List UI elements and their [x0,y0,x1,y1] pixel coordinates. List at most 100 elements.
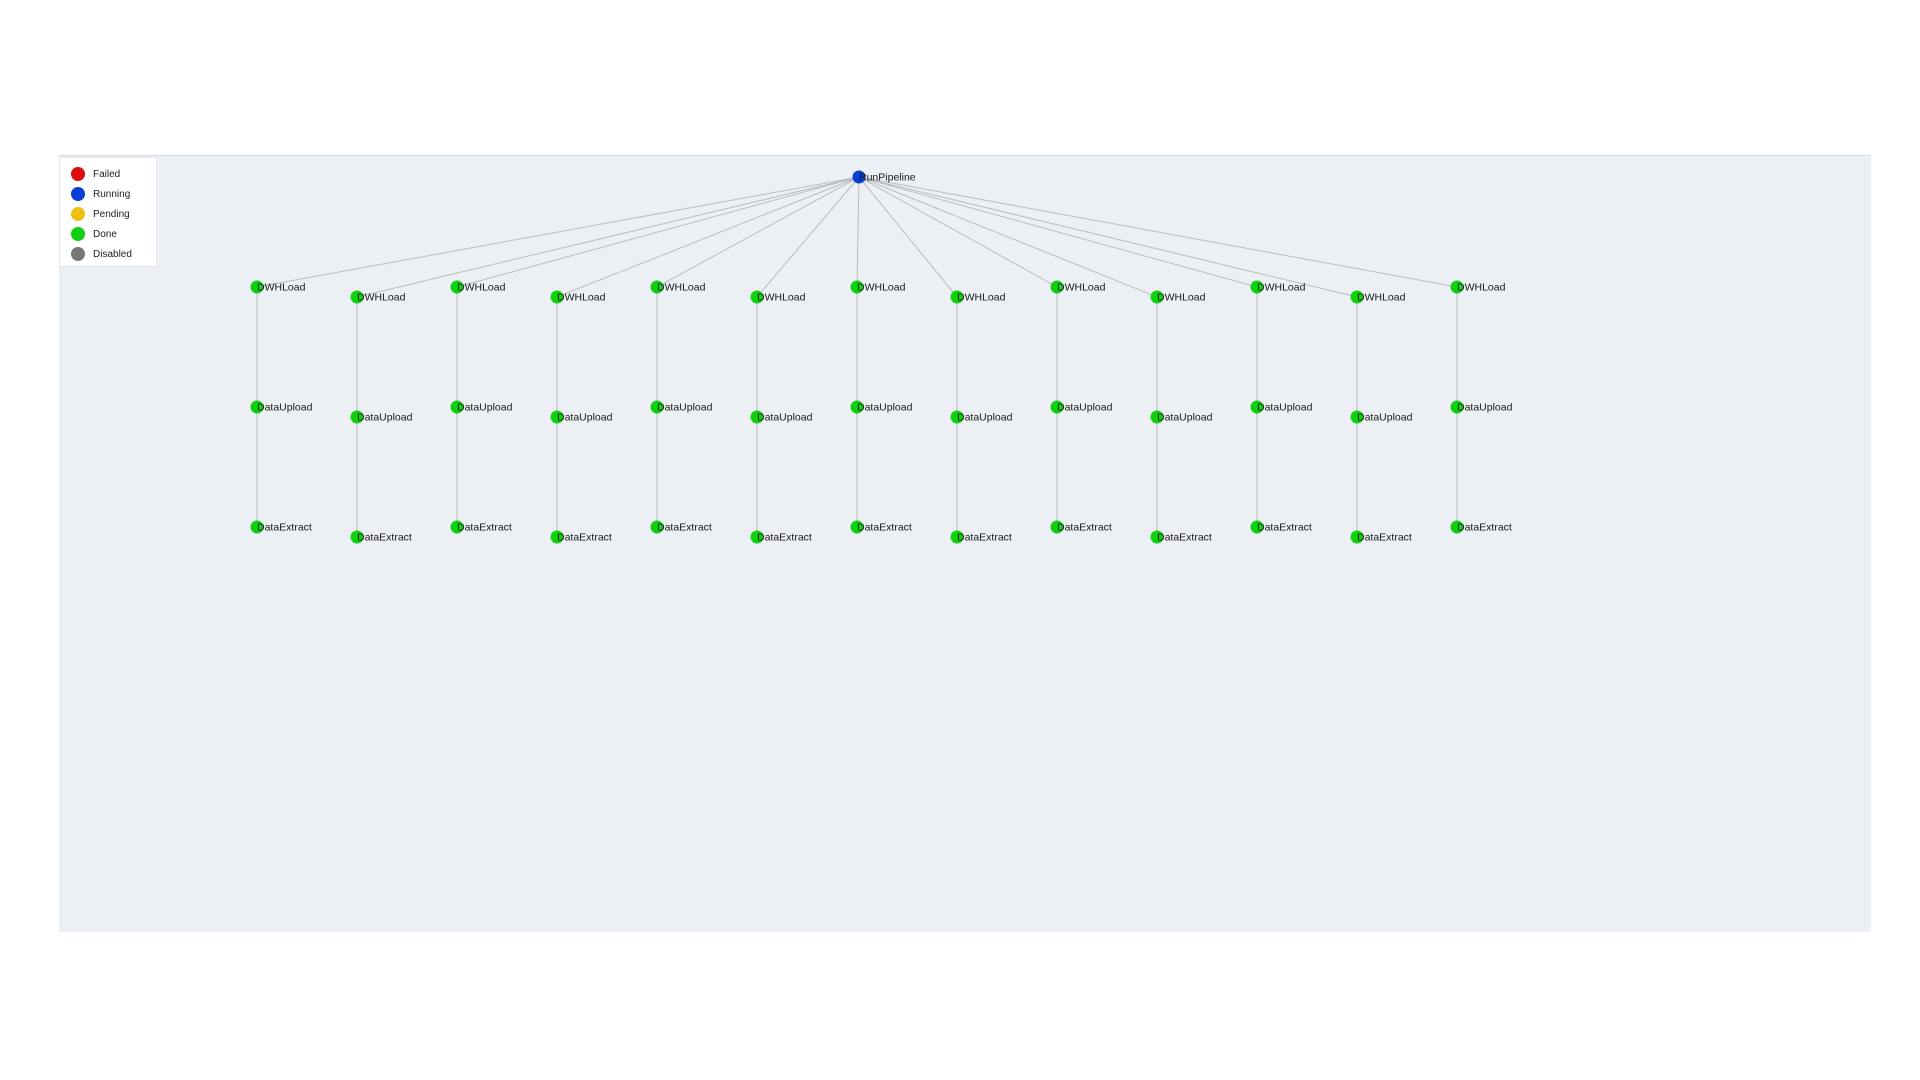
node-status-dot-icon[interactable] [1250,400,1264,414]
node-dataupload[interactable]: DataUpload [650,400,713,414]
node-dataextract[interactable]: DataExtract [450,520,512,534]
node-dwhload[interactable]: DWHLoad [250,280,306,294]
node-dataextract[interactable]: DataExtract [250,520,312,534]
node-status-dot-icon[interactable] [1350,290,1364,304]
node-dwhload[interactable]: DWHLoad [850,280,906,294]
node-dwhload[interactable]: DWHLoad [1350,290,1406,304]
node-dataextract[interactable]: DataExtract [1150,530,1212,544]
node-status-dot-icon[interactable] [850,280,864,294]
node-dataextract[interactable]: DataExtract [1250,520,1312,534]
node-dataupload[interactable]: DataUpload [1250,400,1313,414]
node-status-dot-icon[interactable] [750,530,764,544]
node-status-dot-icon[interactable] [850,400,864,414]
node-dataextract[interactable]: DataExtract [1050,520,1112,534]
node-status-dot-icon[interactable] [250,400,264,414]
node-dataupload[interactable]: DataUpload [450,400,513,414]
node-dataextract[interactable]: DataExtract [850,520,912,534]
node-dwhload[interactable]: DWHLoad [350,290,406,304]
node-status-dot-icon[interactable] [1150,530,1164,544]
node-status-dot-icon[interactable] [1350,410,1364,424]
node-dwhload[interactable]: DWHLoad [550,290,606,304]
node-dataupload[interactable]: DataUpload [850,400,913,414]
legend-item-pending: Pending [71,204,156,224]
node-label: DWHLoad [257,282,306,294]
node-dataupload[interactable]: DataUpload [750,410,813,424]
node-runpipeline[interactable]: RunPipeline [852,170,916,184]
node-status-dot-icon[interactable] [1250,520,1264,534]
node-status-dot-icon[interactable] [950,530,964,544]
node-status-dot-icon[interactable] [650,280,664,294]
node-label: DataExtract [757,532,812,544]
graph-edge [256,176,860,288]
node-status-dot-icon[interactable] [1350,530,1364,544]
node-dataextract[interactable]: DataExtract [650,520,712,534]
node-status-dot-icon[interactable] [650,520,664,534]
node-dwhload[interactable]: DWHLoad [750,290,806,304]
legend-item-failed: Failed [71,164,156,184]
node-status-dot-icon[interactable] [350,530,364,544]
node-status-dot-icon[interactable] [950,290,964,304]
node-status-dot-icon[interactable] [550,290,564,304]
node-dataupload[interactable]: DataUpload [950,410,1013,424]
node-status-dot-icon[interactable] [1150,290,1164,304]
node-status-dot-icon[interactable] [450,280,464,294]
node-dataupload[interactable]: DataUpload [250,400,313,414]
node-dwhload[interactable]: DWHLoad [1450,280,1506,294]
node-status-dot-icon[interactable] [1450,520,1464,534]
node-status-dot-icon[interactable] [450,520,464,534]
node-label: DWHLoad [757,292,806,304]
node-status-dot-icon[interactable] [250,520,264,534]
graph-edge [858,176,1358,298]
node-status-dot-icon[interactable] [1050,520,1064,534]
node-status-dot-icon[interactable] [852,170,866,184]
node-status-dot-icon[interactable] [550,530,564,544]
node-dwhload[interactable]: DWHLoad [1250,280,1306,294]
node-dwhload[interactable]: DWHLoad [950,290,1006,304]
node-label: DWHLoad [1057,282,1106,294]
node-status-dot-icon[interactable] [1450,280,1464,294]
node-status-dot-icon[interactable] [1050,400,1064,414]
node-status-dot-icon[interactable] [250,280,264,294]
node-dwhload[interactable]: DWHLoad [1150,290,1206,304]
node-status-dot-icon[interactable] [350,410,364,424]
graph-edge [456,176,860,288]
node-status-dot-icon[interactable] [1450,400,1464,414]
node-label: DWHLoad [657,282,706,294]
legend-label: Done [93,228,117,240]
node-dwhload[interactable]: DWHLoad [450,280,506,294]
node-dataextract[interactable]: DataExtract [950,530,1012,544]
node-dwhload[interactable]: DWHLoad [1050,280,1106,294]
node-label: DWHLoad [1457,282,1506,294]
node-status-dot-icon[interactable] [550,410,564,424]
node-status-dot-icon[interactable] [750,410,764,424]
node-dataextract[interactable]: DataExtract [550,530,612,544]
node-status-dot-icon[interactable] [1050,280,1064,294]
node-dataupload[interactable]: DataUpload [1350,410,1413,424]
node-dataupload[interactable]: DataUpload [550,410,613,424]
graph-edge [858,176,1158,298]
node-dwhload[interactable]: DWHLoad [650,280,706,294]
node-dataupload[interactable]: DataUpload [1450,400,1513,414]
pipeline-graph[interactable]: RunPipelineDWHLoadDataUploadDataExtractD… [59,156,1871,932]
node-status-dot-icon[interactable] [1150,410,1164,424]
node-status-dot-icon[interactable] [850,520,864,534]
node-status-dot-icon[interactable] [950,410,964,424]
node-status-dot-icon[interactable] [650,400,664,414]
node-label: DataExtract [457,522,512,534]
node-dataupload[interactable]: DataUpload [1050,400,1113,414]
node-status-dot-icon[interactable] [750,290,764,304]
node-dataupload[interactable]: DataUpload [1150,410,1213,424]
node-status-dot-icon[interactable] [1250,280,1264,294]
node-dataextract[interactable]: DataExtract [350,530,412,544]
node-label: DWHLoad [357,292,406,304]
node-dataextract[interactable]: DataExtract [1350,530,1412,544]
node-status-dot-icon[interactable] [350,290,364,304]
node-status-dot-icon[interactable] [450,400,464,414]
node-label: DWHLoad [1257,282,1306,294]
node-dataextract[interactable]: DataExtract [750,530,812,544]
node-label: DataExtract [1157,532,1212,544]
node-dataupload[interactable]: DataUpload [350,410,413,424]
node-dataextract[interactable]: DataExtract [1450,520,1512,534]
legend-item-running: Running [71,184,156,204]
